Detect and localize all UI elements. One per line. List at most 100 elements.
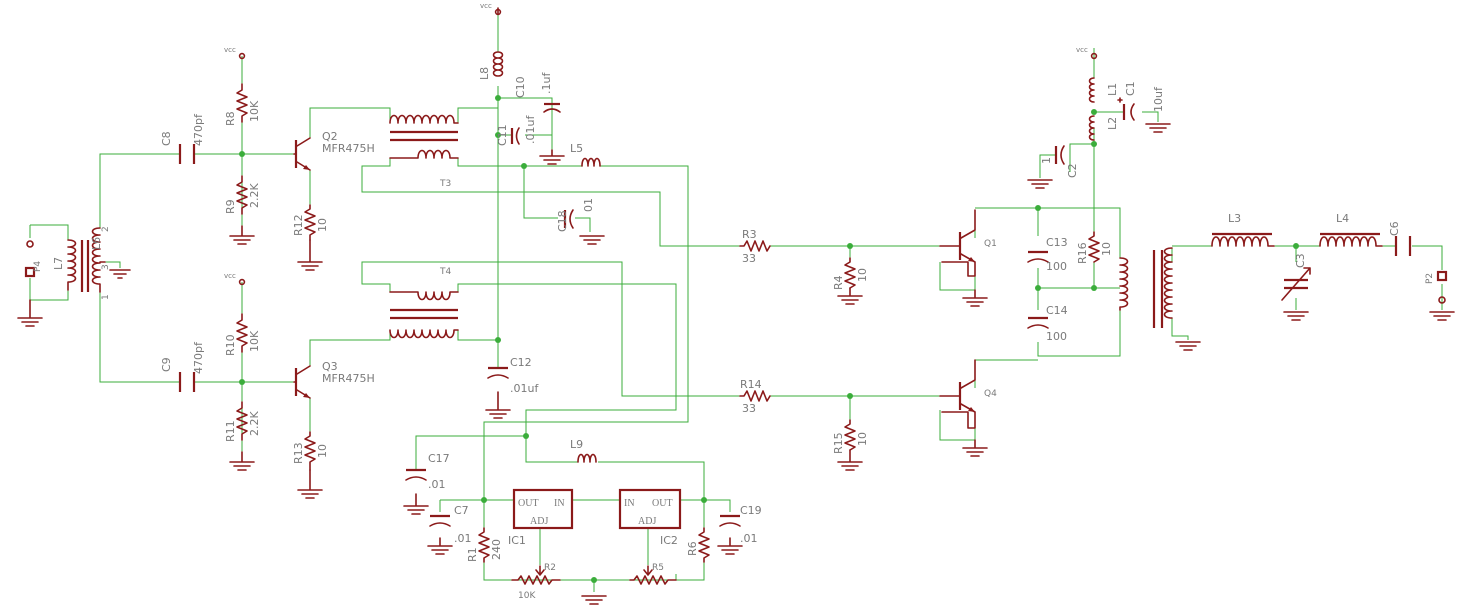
variable-capacitor-c3: C3 — [1281, 253, 1311, 301]
capacitor-c8: C8 470pf — [160, 113, 205, 164]
wires — [29, 8, 1443, 592]
regulator-ic2: IN OUT ADJ IC2 — [618, 488, 682, 547]
svg-text:P4: P4 — [33, 261, 43, 272]
svg-text:T4: T4 — [439, 267, 451, 277]
svg-text:IC2: IC2 — [660, 534, 678, 547]
capacitor-c19: C19 .01 — [719, 504, 762, 545]
transformer-t3: T3 — [389, 114, 459, 189]
svg-text:.1uf: .1uf — [540, 72, 553, 94]
connector-p2: P2 — [1425, 270, 1448, 304]
svg-text:1: 1 — [1040, 157, 1053, 164]
svg-text:L3: L3 — [1228, 212, 1241, 225]
svg-text:C7: C7 — [454, 504, 469, 517]
svg-text:2.2K: 2.2K — [248, 183, 261, 208]
svg-text:IC1: IC1 — [508, 534, 526, 547]
svg-text:vcc: vcc — [224, 272, 236, 280]
svg-text:470pf: 470pf — [192, 113, 205, 146]
svg-text:Q2: Q2 — [322, 130, 338, 143]
svg-text:.01uf: .01uf — [510, 382, 539, 395]
svg-text:R6: R6 — [686, 541, 699, 556]
svg-text:R1: R1 — [466, 547, 479, 562]
capacitor-c2: C2 1 — [1040, 145, 1079, 178]
resistor-r12: R12 10 — [292, 204, 329, 241]
capacitor-c12: C12 .01uf — [487, 356, 539, 395]
svg-text:ADJ: ADJ — [530, 516, 548, 527]
output-transformer — [1119, 247, 1173, 328]
capacitor-c9: C9 470pf — [160, 341, 205, 392]
svg-text:P2: P2 — [1425, 273, 1435, 284]
svg-text:C19: C19 — [740, 504, 762, 517]
svg-text:R5: R5 — [652, 563, 664, 573]
capacitor-c7: C7 .01 — [429, 504, 472, 545]
svg-text:OUT: OUT — [652, 498, 673, 509]
transformer-l7-l6: L7 L6 2 3 1 — [52, 226, 111, 300]
svg-text:.01: .01 — [454, 532, 472, 545]
resistor-r8: R8 10K — [224, 83, 261, 126]
svg-text:C18: C18 — [556, 210, 569, 232]
capacitor-c11: C11 .01uf — [496, 115, 537, 146]
svg-text:IN: IN — [554, 498, 565, 509]
transistors: Q2 MFR475H Q3 MFR475H Q1 Q4 — [293, 130, 997, 429]
capacitor-c14: C14 100 — [1027, 304, 1068, 343]
resistor-r16: R16 10 — [1076, 231, 1113, 264]
svg-text:MFR475H: MFR475H — [322, 142, 375, 155]
transistor-q1: Q1 — [939, 209, 997, 277]
vcc-q3: vcc — [224, 272, 246, 286]
capacitors: C8 470pf C9 470pf C10 .1uf C11 .01uf C18… — [160, 72, 1412, 545]
svg-text:OUT: OUT — [518, 498, 539, 509]
resistor-r15: R15 10 — [832, 419, 869, 454]
svg-text:10K: 10K — [248, 100, 261, 122]
ground-symbols — [17, 123, 1455, 605]
svg-text:100: 100 — [1046, 330, 1067, 343]
svg-text:10K: 10K — [518, 591, 536, 601]
svg-text:R4: R4 — [832, 275, 845, 290]
svg-text:10: 10 — [316, 444, 329, 458]
vcc-q2: vcc — [224, 46, 246, 60]
svg-text:10: 10 — [1100, 242, 1113, 256]
svg-text:C9: C9 — [160, 357, 173, 372]
junctions — [239, 95, 1299, 583]
svg-text:L7: L7 — [52, 257, 65, 270]
resistor-r6: R6 — [686, 527, 710, 563]
resistor-r10: R10 10K — [224, 313, 261, 356]
svg-text:MFR475H: MFR475H — [322, 372, 375, 385]
svg-text:2: 2 — [101, 226, 111, 232]
svg-text:R9: R9 — [224, 199, 237, 214]
svg-text:C1: C1 — [1124, 81, 1137, 96]
svg-text:2.2K: 2.2K — [248, 411, 261, 436]
resistor-r4: R4 10 — [832, 257, 869, 290]
svg-text:1: 1 — [101, 294, 111, 300]
vcc-symbols: vcc vcc vcc vcc — [224, 2, 1098, 286]
svg-text:R14: R14 — [740, 378, 762, 391]
inductor-l5: L5 — [570, 142, 601, 167]
svg-text:R16: R16 — [1076, 242, 1089, 264]
svg-text:C3: C3 — [1294, 253, 1307, 268]
transformer-t4: T4 — [389, 267, 459, 339]
resistor-r1: R1 240 — [466, 527, 503, 563]
svg-text:C10: C10 — [514, 76, 527, 98]
svg-text:3: 3 — [101, 264, 111, 270]
svg-text:R13: R13 — [292, 442, 305, 464]
svg-text:33: 33 — [742, 402, 756, 415]
svg-text:R3: R3 — [742, 228, 757, 241]
svg-text:R10: R10 — [224, 334, 237, 356]
svg-text:10: 10 — [316, 218, 329, 232]
transistor-q4: Q4 — [939, 359, 997, 429]
vcc-top: vcc — [480, 2, 502, 16]
potentiometer-r2: R2 10K — [511, 563, 561, 601]
svg-text:T3: T3 — [439, 179, 451, 189]
svg-text:.01: .01 — [740, 532, 758, 545]
svg-text:.01uf: .01uf — [524, 115, 537, 144]
svg-text:C12: C12 — [510, 356, 532, 369]
svg-text:R8: R8 — [224, 111, 237, 126]
svg-text:R12: R12 — [292, 214, 305, 236]
svg-text:Q3: Q3 — [322, 360, 338, 373]
svg-text:vcc: vcc — [1076, 46, 1088, 54]
svg-text:10K: 10K — [248, 330, 261, 352]
svg-text:C11: C11 — [496, 124, 509, 146]
inductor-l4: L4 — [1319, 212, 1383, 247]
svg-text:C8: C8 — [160, 131, 173, 146]
svg-text:01: 01 — [582, 198, 595, 212]
transistor-q2: Q2 MFR475H — [293, 130, 375, 171]
svg-text:IN: IN — [624, 498, 635, 509]
